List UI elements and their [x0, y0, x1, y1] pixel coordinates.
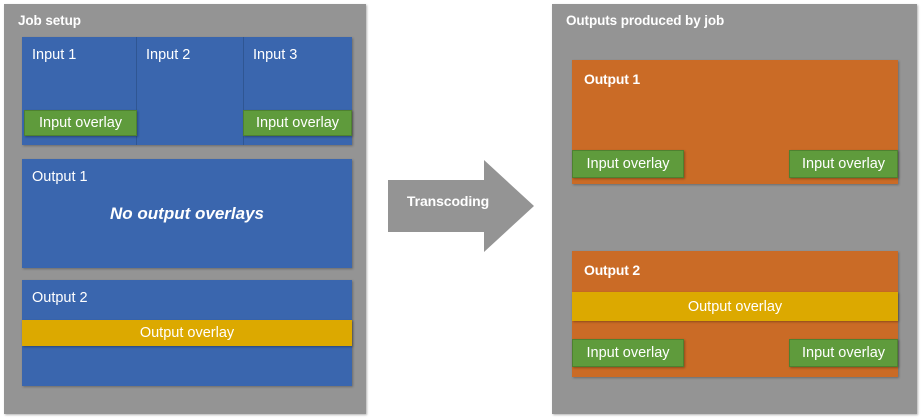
- job-setup-title: Job setup: [18, 13, 81, 28]
- arrow-shape: [388, 160, 534, 252]
- outputs-produced-panel: Outputs produced by job Output 1 Input o…: [552, 4, 917, 414]
- input-divider-1: [136, 37, 137, 145]
- setup-output-1-box: Output 1 No output overlays: [22, 159, 352, 268]
- setup-output-2-label: Output 2: [32, 290, 88, 306]
- outputs-produced-title: Outputs produced by job: [566, 13, 725, 28]
- input-divider-2: [243, 37, 244, 145]
- input-1-overlay[interactable]: Input overlay: [24, 110, 137, 136]
- produced-output-1-input-overlay-right[interactable]: Input overlay: [789, 150, 898, 178]
- setup-output-2-output-overlay[interactable]: Output overlay: [22, 320, 352, 346]
- transcoding-arrow-label: Transcoding: [406, 193, 490, 209]
- no-output-overlays-note: No output overlays: [110, 204, 264, 223]
- input-3-overlay[interactable]: Input overlay: [243, 110, 352, 136]
- input-2-label: Input 2: [146, 47, 191, 63]
- setup-output-1-label: Output 1: [32, 169, 88, 185]
- produced-output-2-label: Output 2: [584, 262, 640, 278]
- job-setup-panel: Job setup Input 1 Input 2 Input 3 Input …: [4, 4, 366, 414]
- produced-output-2-output-overlay[interactable]: Output overlay: [572, 292, 898, 321]
- produced-output-1-input-overlay-left[interactable]: Input overlay: [572, 150, 684, 178]
- produced-output-2-input-overlay-left[interactable]: Input overlay: [572, 339, 684, 367]
- produced-output-1-label: Output 1: [584, 71, 640, 87]
- setup-output-2-box: Output 2 Output overlay: [22, 280, 352, 386]
- input-1-label: Input 1: [32, 47, 77, 63]
- input-3-label: Input 3: [253, 47, 298, 63]
- transcoding-arrow: Transcoding: [388, 158, 536, 254]
- inputs-strip: Input 1 Input 2 Input 3 Input overlay In…: [22, 37, 352, 145]
- produced-output-2-input-overlay-right[interactable]: Input overlay: [789, 339, 898, 367]
- produced-output-1-box: Output 1 Input overlay Input overlay: [572, 60, 898, 184]
- produced-output-2-box: Output 2 Output overlay Input overlay In…: [572, 251, 898, 377]
